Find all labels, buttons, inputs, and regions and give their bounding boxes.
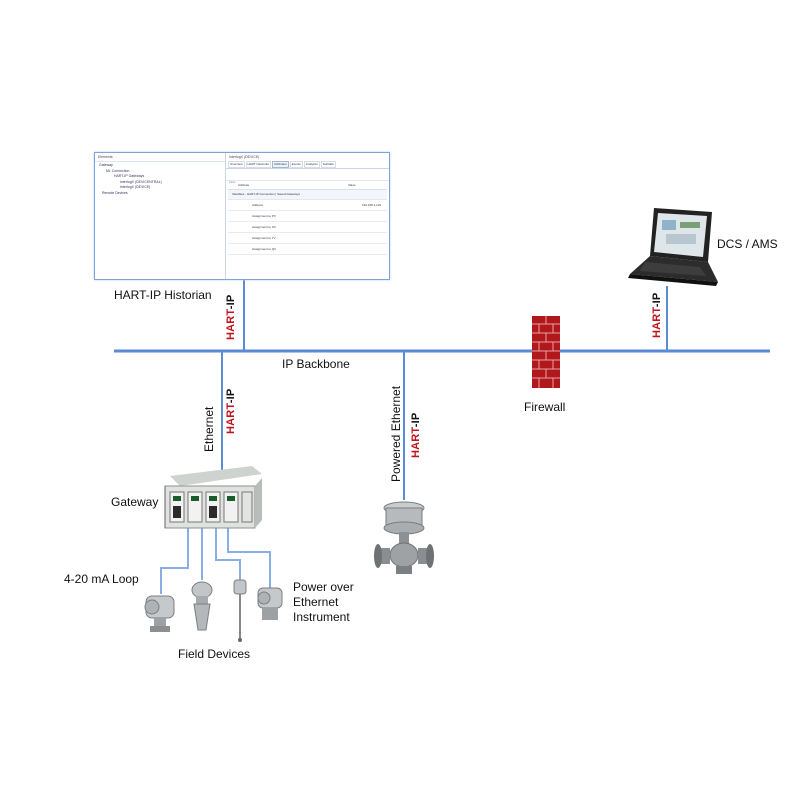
powered-ethernet-label: Powered Ethernet xyxy=(389,385,403,482)
tab-overview[interactable]: Overview xyxy=(228,161,245,168)
table-row[interactable]: Address 192.168.1.123 xyxy=(228,200,387,211)
hart-ip-logo-historian: HART-IP xyxy=(225,294,237,340)
field-device-transmitter-icon xyxy=(144,595,175,632)
column-header-value[interactable]: Value xyxy=(348,183,356,187)
historian-left-pane: Elements Gateway ML Connection HART-IP G… xyxy=(95,153,226,279)
hart-ip-logo-powered-ethernet: HART-IP xyxy=(410,412,422,458)
firewall-label: Firewall xyxy=(524,400,566,414)
historian-label: HART-IP Historian xyxy=(114,288,212,302)
table-group-row[interactable]: Variables - HART-IP Connection | Saved-G… xyxy=(228,190,387,200)
tab-strip: Overview HART Networks Attributes Events… xyxy=(226,161,389,169)
tree-item[interactable]: InterlogX (DEVICENTRAL) xyxy=(120,179,162,184)
tree-item[interactable]: HART-IP Gateways xyxy=(114,174,145,178)
dcs-ams-label: DCS / AMS xyxy=(717,237,778,251)
table-cell: Assignment to QV xyxy=(252,247,277,251)
field-device-poe-transmitter-icon xyxy=(257,587,283,620)
table-cell: Assignment to TV xyxy=(252,236,276,240)
tree-item[interactable]: Remote Devices xyxy=(102,190,128,195)
tab-analytics[interactable]: Analytics xyxy=(303,161,320,168)
tab-attributes[interactable]: Attributes xyxy=(271,161,289,168)
tab-events[interactable]: Events xyxy=(289,161,303,168)
ethernet-label: Ethernet xyxy=(202,406,216,452)
field-device-wiring xyxy=(160,526,271,594)
hart-ip-logo-gateway: HART-IP xyxy=(225,388,237,434)
poe-instrument-line: Instrument xyxy=(293,610,350,624)
table-row[interactable]: Assignment to SV xyxy=(228,222,387,233)
table-cell: Address xyxy=(252,203,264,207)
tab-subtabs[interactable]: Subtabs xyxy=(320,161,336,168)
ip-backbone-label: IP Backbone xyxy=(282,357,350,371)
attribute-table: Attribute Value Variables - HART-IP Conn… xyxy=(226,181,389,255)
valve-actuator-icon xyxy=(374,501,434,574)
table-row[interactable]: Assignment to PV xyxy=(228,211,387,222)
filter-input[interactable]: Filter xyxy=(229,180,236,184)
laptop-icon xyxy=(628,208,718,286)
tree-item[interactable]: InterlogX (DEVICE) xyxy=(120,185,151,189)
gateway-device-icon xyxy=(164,466,262,529)
table-cell: 192.168.1.123 xyxy=(362,203,382,207)
element-tree: Gateway ML Connection HART-IP Gateways I… xyxy=(95,162,225,197)
historian-right-pane: InterlogX (DEVICE) Overview HART Network… xyxy=(226,153,389,279)
left-pane-header: Elements xyxy=(95,153,225,162)
tab-hart-networks[interactable]: HART Networks xyxy=(245,161,271,168)
gateway-label: Gateway xyxy=(111,495,159,509)
table-cell: Assignment to PV xyxy=(252,214,276,218)
field-devices-label: Field Devices xyxy=(178,647,251,661)
table-row[interactable]: Assignment to QV xyxy=(228,244,387,255)
historian-window: Elements Gateway ML Connection HART-IP G… xyxy=(94,152,390,280)
poe-instrument-line: Ethernet xyxy=(293,595,339,609)
poe-instrument-line: Power over xyxy=(293,580,354,594)
firewall-icon xyxy=(532,316,560,388)
poe-instrument-label: Power over Ethernet Instrument xyxy=(293,580,354,625)
tree-item[interactable]: Gateway xyxy=(99,163,113,167)
table-header-row: Attribute Value xyxy=(228,181,387,190)
loop-label: 4-20 mA Loop xyxy=(64,572,139,586)
tree-item[interactable]: ML Connection xyxy=(106,168,130,173)
column-header-attribute[interactable]: Attribute xyxy=(238,183,250,187)
field-device-radar-icon xyxy=(191,581,213,631)
filter-bar: Filter xyxy=(226,169,389,184)
table-row[interactable]: Assignment to TV xyxy=(228,233,387,244)
hart-ip-logo-dcs: HART-IP xyxy=(651,292,663,338)
field-device-probe-icon xyxy=(233,579,247,642)
right-pane-header: InterlogX (DEVICE) xyxy=(229,155,260,159)
table-cell: Assignment to SV xyxy=(252,225,276,229)
